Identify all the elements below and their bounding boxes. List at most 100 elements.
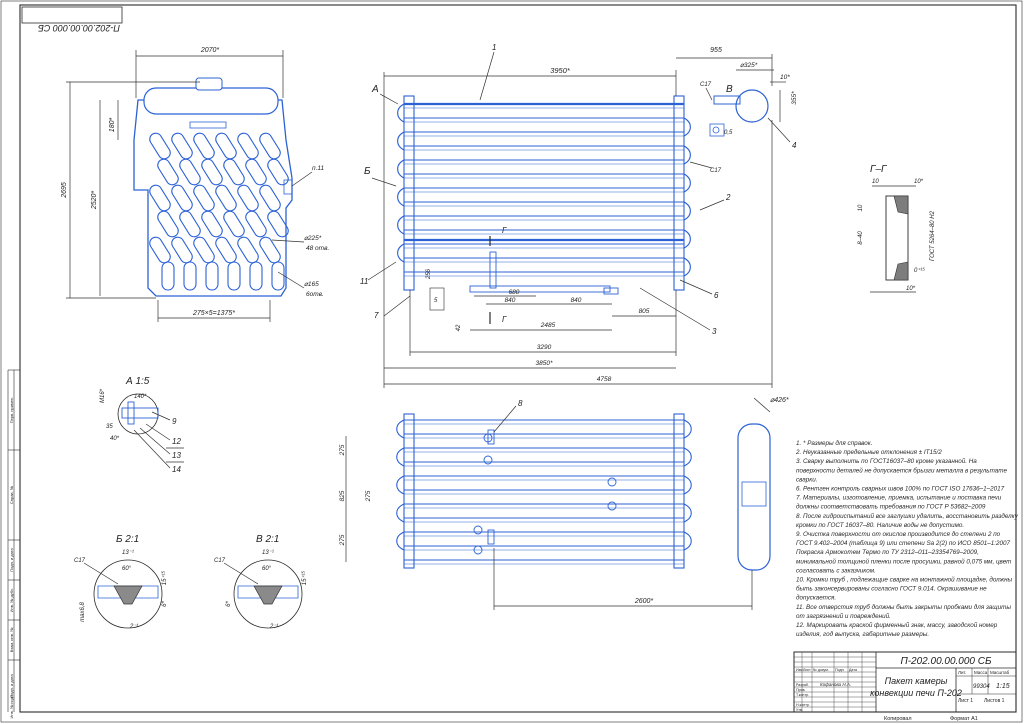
tube-slot (171, 184, 193, 212)
callout-4: 4 (792, 141, 797, 150)
dim-680: 680 (509, 289, 520, 296)
drum-plan (737, 423, 771, 571)
dim-3950: 3950* (550, 66, 571, 75)
section-mark-b: Б (364, 166, 371, 177)
title-row-label: Т.контр. (796, 693, 809, 697)
front-bend-right (683, 257, 691, 277)
gg-dim-10c: 10 (858, 204, 864, 211)
section-mark-g2: Г (502, 315, 507, 324)
side-stamp-label: Взам. инв. № (9, 628, 14, 653)
weld-c17-top: С17 (700, 82, 712, 88)
title-row-label: Разраб. (796, 683, 809, 687)
detail-b-60: 60° (122, 566, 132, 572)
dim-d426: ⌀426* (770, 397, 789, 404)
dim-355: 355* (791, 91, 798, 105)
tube-slot (183, 261, 197, 291)
drum (143, 87, 279, 115)
side-stamp-label: Подп. и дата (9, 673, 14, 697)
dim-width: 2070* (200, 47, 220, 54)
tube-slot (205, 261, 219, 291)
top-bend-right (683, 475, 692, 495)
dim-3290: 3290 (537, 344, 552, 351)
tube-slot (223, 210, 245, 238)
note-line: сварки. (796, 476, 818, 483)
title-name-2: конвекции печи П-202 (870, 688, 962, 698)
dim-d165: ⌀165 (304, 281, 319, 288)
dim-825: 825 (339, 490, 346, 501)
note-line: 6. Рентген контроль сварных швов 100% по… (796, 486, 1005, 493)
tube-pattern (149, 132, 289, 291)
front-bend-right (683, 117, 691, 137)
dim-256: 256 (426, 268, 432, 280)
detail-v-2: 2⁻¹ (269, 624, 279, 630)
tube-slot (193, 132, 215, 160)
dim-4758: 4758 (597, 376, 612, 383)
detail-a-callout-9: 9 (172, 417, 177, 426)
detail-v-title: В 2:1 (256, 534, 279, 545)
note-line: должны соответствовать требования по ГОС… (796, 503, 986, 511)
tube-slot (259, 184, 281, 212)
note-line: 7. Материалы, изготовление, приемка, исп… (796, 495, 1002, 502)
detail-b-title: Б 2:1 (116, 534, 139, 545)
note-line: 11. Все отверстия труб должны быть закры… (796, 603, 1011, 611)
tube-slot (237, 184, 259, 212)
top-bend-left (396, 447, 405, 467)
tube-slot (149, 132, 171, 160)
title-mass: 99304 (973, 684, 990, 690)
tube-slot (245, 158, 267, 186)
dim-05: 0,5 (724, 130, 733, 136)
tube-slot (249, 261, 263, 291)
gg-dim-10b: 10* (914, 179, 924, 185)
gg-dim-8-40: 8–40 (858, 231, 864, 245)
top-tubes (404, 419, 684, 565)
tube-slot (179, 158, 201, 186)
tube-slot (193, 184, 215, 212)
dim-805: 805 (639, 308, 650, 315)
side-stamp-label: Справ. № (9, 486, 14, 504)
dim-48holes: 48 отв. (306, 245, 329, 252)
detail-b-15: 15⁺¹⁵ (161, 570, 168, 585)
dim-height: 2695 (61, 182, 68, 199)
note-line: ГОСТ 9.402–2004 (таблица 9) или степени … (796, 539, 1010, 547)
note-line: изделия, год выпуска, габаритные размеры… (796, 630, 929, 638)
tube-slot (267, 210, 289, 238)
detail-b: Б 2:1 С17 13⁻¹ 60° 15⁺¹⁵ 6* 2⁻¹ max6,8 (74, 534, 168, 630)
dim-955: 955 (710, 47, 722, 54)
left-tube-sheet (403, 95, 415, 291)
side-stamp-label: Инв. № дубл. (9, 588, 14, 613)
section-mark-v: В (726, 84, 733, 95)
tube-slot (271, 261, 285, 291)
dim-2600: 2600* (634, 598, 654, 605)
drum-manhole (741, 481, 767, 507)
detail-a-callout-14: 14 (172, 465, 181, 474)
side-stamp-label: Подп. и дата (9, 547, 14, 571)
weld-c17-side: С17 (710, 168, 722, 174)
detail-v-6: 6* (226, 600, 232, 606)
technical-requirements: 1. * Размеры для справок.2. Неуказанные … (795, 439, 1019, 638)
gg-gost: ГОСТ 5264–80 Н2 (930, 210, 936, 261)
tube-slot (259, 132, 281, 160)
top-return-bends (396, 419, 692, 551)
front-bend-right (683, 201, 691, 221)
note-line: 2. Неуказанные предельные отклонения ± I… (795, 448, 942, 456)
dim-42: 42 (456, 324, 462, 331)
title-designation: П-202.00.00.000 СБ (900, 656, 992, 667)
front-view: 3950* 955 ⌀325* 10* 355* С17 С17 0,5 5 4… (360, 43, 798, 388)
front-bend-right (683, 145, 691, 165)
detail-b-6: 6* (162, 600, 168, 606)
top-number-box (21, 6, 123, 24)
detail-v-c17: С17 (214, 558, 226, 564)
callout-8: 8 (518, 399, 523, 408)
gg-dim-10a: 10 (872, 179, 879, 185)
side-stamp-label: Перв. примен. (9, 397, 14, 424)
drum-end (735, 89, 769, 123)
top-bend-left (396, 503, 405, 523)
top-right-sheet (673, 413, 685, 569)
top-bend-right (683, 503, 692, 523)
title-col-scale: Масштаб (990, 670, 1010, 675)
top-bend-left (396, 531, 405, 551)
detail-b-2: 2⁻¹ (129, 624, 139, 630)
